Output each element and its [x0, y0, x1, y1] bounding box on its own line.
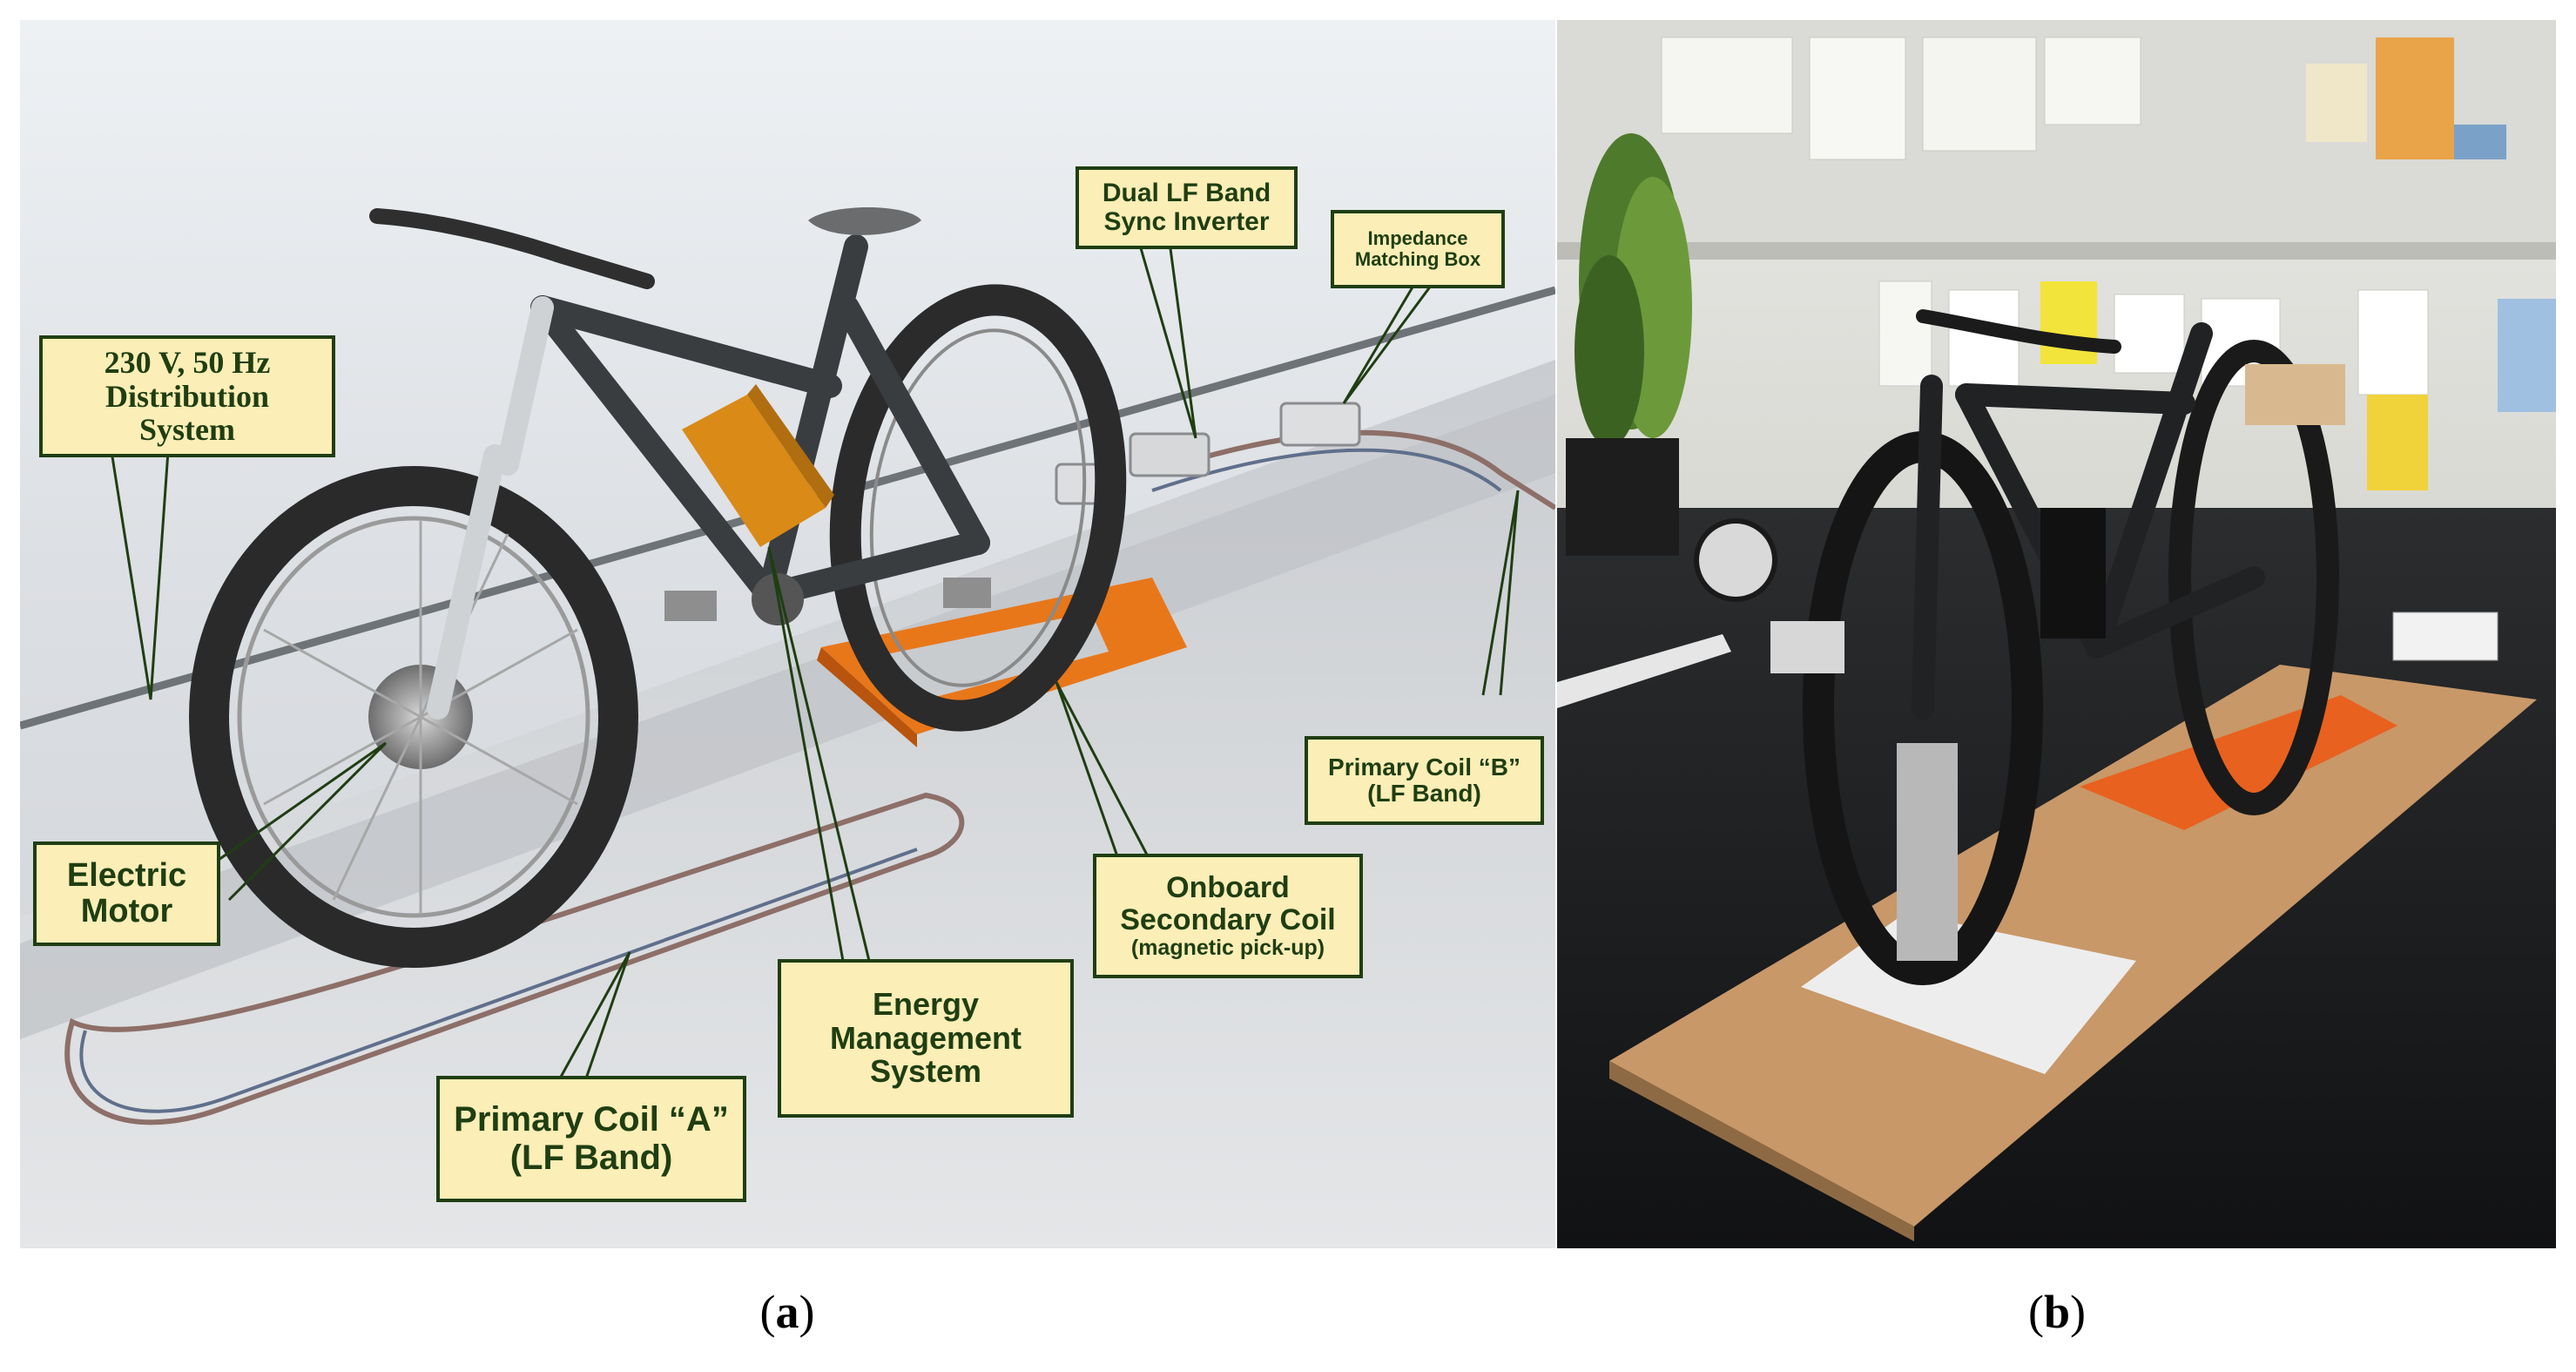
panel-b-photo	[1557, 20, 2556, 1248]
caption-a-letter: a	[775, 1286, 799, 1338]
pedal-left	[664, 591, 717, 621]
callout-text: (LF Band)	[1367, 780, 1481, 807]
callout-sync-inverter: Dual LF Band Sync Inverter	[1076, 166, 1298, 249]
callout-text: Sync Inverter	[1103, 206, 1270, 236]
power-supply	[1770, 621, 1844, 673]
callout-text: Distribution	[105, 378, 270, 414]
callout-text: Primary Coil “B”	[1328, 753, 1521, 781]
battery-pack	[2040, 508, 2106, 639]
callout-electric-motor: Electric Motor	[33, 841, 220, 946]
handlebar	[1916, 309, 2121, 354]
callout-text: Matching Box	[1354, 248, 1481, 270]
saddle	[808, 207, 921, 235]
rear-wheel	[829, 284, 1127, 732]
callout-energy-management: Energy Management System	[778, 959, 1074, 1118]
callout-text: Onboard	[1166, 871, 1290, 905]
callout-text: Impedance	[1367, 227, 1468, 250]
wall-posters	[1661, 37, 2556, 490]
callout-text: 230 V, 50 Hz	[104, 344, 271, 380]
callout-secondary-coil: Onboard Secondary Coil (magnetic pick-up…	[1093, 854, 1363, 978]
prototype-photo	[1557, 20, 2556, 1248]
cable-reel	[1694, 518, 1777, 602]
callout-text: Dual LF Band	[1102, 179, 1271, 208]
energy-management-box	[682, 395, 826, 547]
inverter-box	[2392, 612, 2498, 661]
caption-b: (b)	[2027, 1286, 2086, 1338]
callout-text: Primary Coil “A”	[454, 1100, 729, 1139]
impedance-box	[1279, 402, 1361, 447]
handlebar	[369, 208, 655, 289]
bike-frame	[1912, 322, 2265, 720]
caption-a: (a)	[759, 1286, 815, 1338]
callout-text: Energy	[872, 985, 980, 1022]
front-wheel	[189, 466, 638, 968]
potted-plant	[1566, 133, 1692, 556]
onboard-box	[2245, 364, 2345, 425]
callout-text: Electric	[66, 856, 187, 894]
callout-impedance-matching: Impedance Matching Box	[1331, 210, 1505, 288]
front-fork	[427, 296, 554, 720]
primary-coil-a	[64, 792, 965, 1125]
wheel-clamp-bracket	[1897, 743, 1958, 961]
callout-text: (magnetic pick-up)	[1130, 935, 1325, 960]
callout-primary-coil-a: Primary Coil “A” (LF Band)	[436, 1076, 746, 1202]
callout-primary-coil-b: Primary Coil “B” (LF Band)	[1305, 736, 1544, 825]
wooden-base	[1609, 665, 2537, 1227]
sync-inverter-box	[1129, 432, 1210, 477]
rear-wheel	[2168, 340, 2339, 815]
pedal-right	[943, 578, 991, 608]
panel-a-illustration: 230 V, 50 Hz Distribution System Dual LF…	[20, 20, 1555, 1248]
callout-text: Secondary Coil	[1120, 903, 1336, 936]
bike-frame	[530, 234, 990, 607]
callout-leaders	[110, 241, 1520, 1079]
callout-distribution-system: 230 V, 50 Hz Distribution System	[39, 335, 335, 457]
callout-text: (LF Band)	[509, 1138, 673, 1177]
bike-illustration	[20, 20, 1555, 1248]
callout-text: System	[139, 412, 235, 448]
caption-b-letter: b	[2043, 1286, 2071, 1338]
callout-text: Management	[829, 1019, 1022, 1056]
callout-text: Motor	[80, 893, 173, 929]
callout-text: System	[869, 1053, 982, 1090]
